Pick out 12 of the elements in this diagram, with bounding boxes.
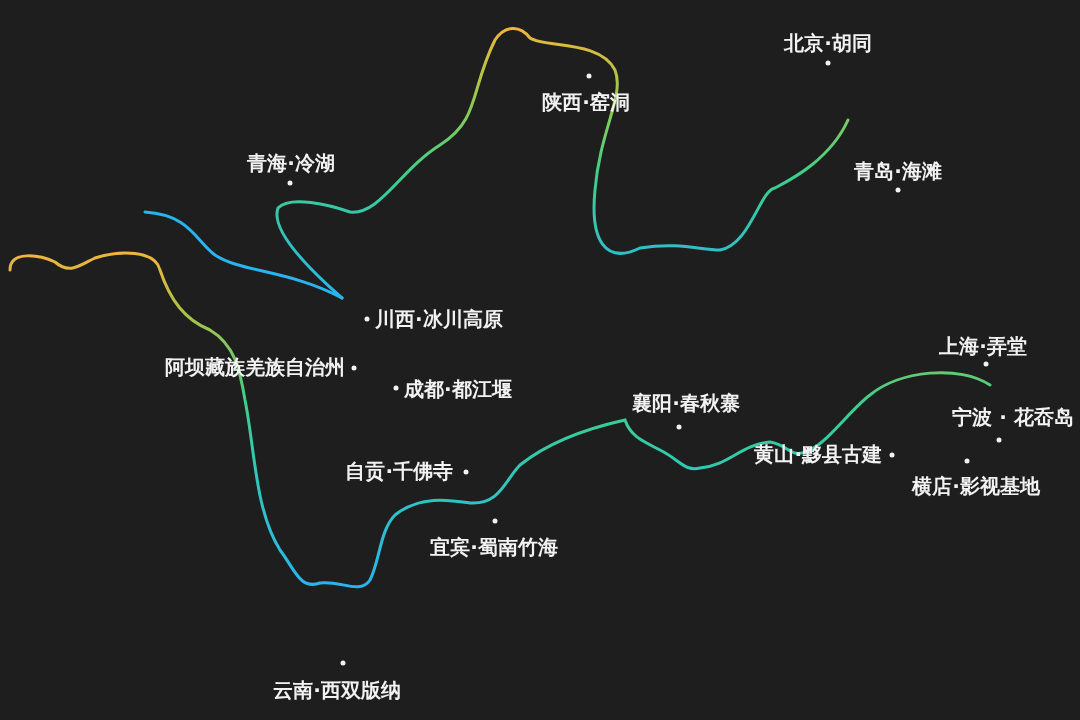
place-label: 青海·冷湖 (247, 151, 335, 175)
place-label: 成都·都江堰 (404, 377, 512, 401)
place-label: 宁波 · 花岙岛 (952, 405, 1074, 429)
place-label: 云南·西双版纳 (273, 678, 401, 702)
place-label: 自贡·千佛寺 (345, 459, 453, 483)
place-label: 横店·影视基地 (912, 474, 1040, 498)
place-label: 襄阳·春秋寨 (632, 391, 740, 415)
place-label: 川西·冰川高原 (375, 307, 503, 331)
place-label: 北京·胡同 (784, 31, 872, 55)
place-label: 宜宾·蜀南竹海 (430, 535, 558, 559)
place-label: 青岛·海滩 (854, 159, 942, 183)
place-label: 上海·弄堂 (939, 334, 1027, 358)
